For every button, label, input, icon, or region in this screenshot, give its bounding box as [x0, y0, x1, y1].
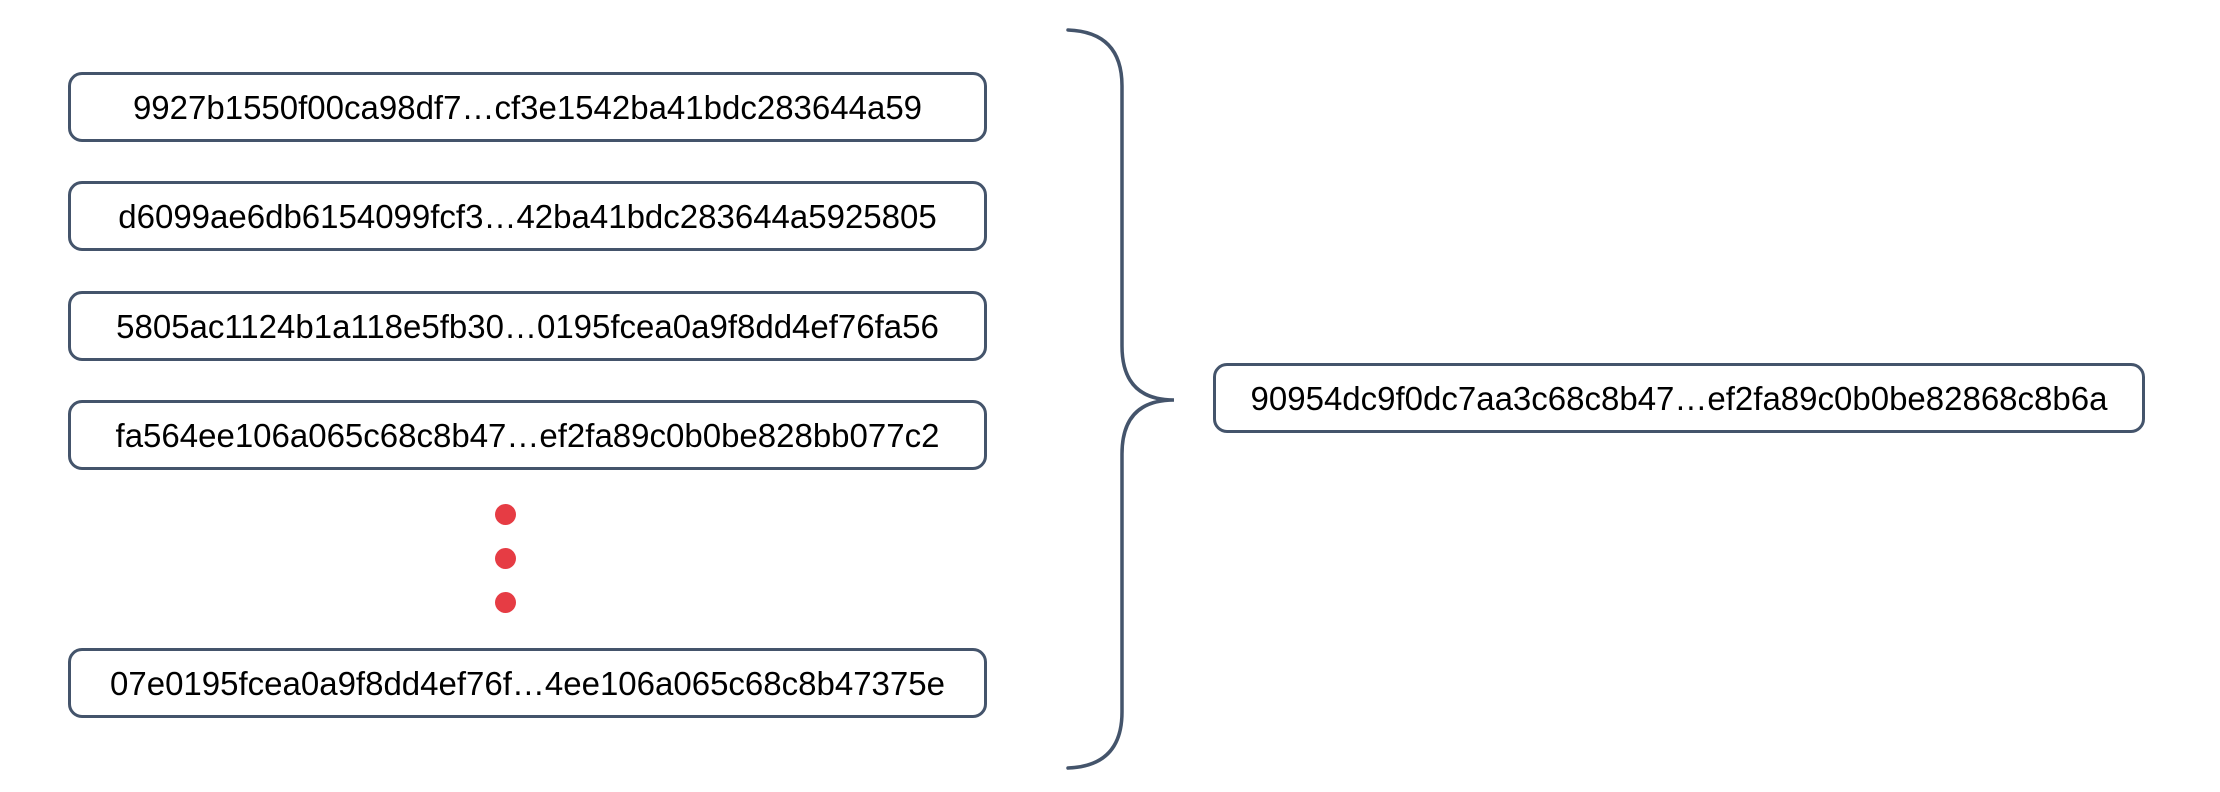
ellipsis-dot-1: [495, 504, 516, 525]
aggregated-hash-box: 90954dc9f0dc7aa3c68c8b47…ef2fa89c0b0be82…: [1213, 363, 2145, 433]
hash-item-box-1: 9927b1550f00ca98df7…cf3e1542ba41bdc28364…: [68, 72, 987, 142]
ellipsis-dot-2: [495, 548, 516, 569]
hash-item-box-4: fa564ee106a065c68c8b47…ef2fa89c0b0be828b…: [68, 400, 987, 470]
hash-item-box-2: d6099ae6db6154099fcf3…42ba41bdc283644a59…: [68, 181, 987, 251]
hash-item-text-1: 9927b1550f00ca98df7…cf3e1542ba41bdc28364…: [132, 88, 923, 126]
hash-item-box-3: 5805ac1124b1a118e5fb30…0195fcea0a9f8dd4e…: [68, 291, 987, 361]
hash-item-box-5: 07e0195fcea0a9f8dd4ef76f…4ee106a065c68c8…: [68, 648, 987, 718]
aggregated-hash-text: 90954dc9f0dc7aa3c68c8b47…ef2fa89c0b0be82…: [1250, 379, 2108, 417]
hash-item-text-4: fa564ee106a065c68c8b47…ef2fa89c0b0be828b…: [115, 416, 940, 454]
hash-item-text-3: 5805ac1124b1a118e5fb30…0195fcea0a9f8dd4e…: [116, 307, 939, 345]
ellipsis-dot-3: [495, 592, 516, 613]
hash-item-text-5: 07e0195fcea0a9f8dd4ef76f…4ee106a065c68c8…: [110, 664, 945, 702]
hash-item-text-2: d6099ae6db6154099fcf3…42ba41bdc283644a59…: [118, 197, 937, 235]
